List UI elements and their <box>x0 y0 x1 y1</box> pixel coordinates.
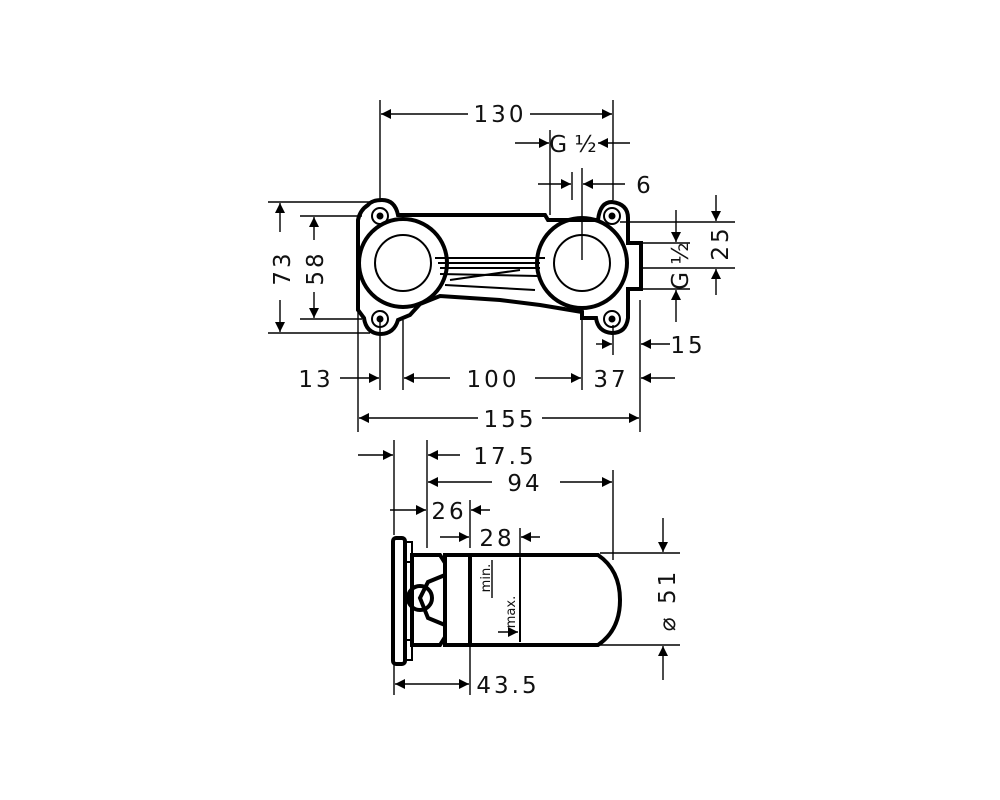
dim-43-5: 43.5 <box>476 673 539 699</box>
front-view: 130 G ½ 6 73 58 25 G ½ 15 13 100 37 155 <box>268 100 735 433</box>
dim-diameter-51: ⌀ 51 <box>655 569 681 631</box>
dim-73: 73 <box>270 250 296 285</box>
label-min: min. <box>479 564 494 593</box>
dim-17-5: 17.5 <box>473 444 536 470</box>
dim-6: 6 <box>636 173 654 199</box>
dim-58: 58 <box>303 250 329 285</box>
side-view: min. max. 17.5 94 26 28 ⌀ 51 43.5 <box>358 440 681 699</box>
dim-thread-top: G ½ <box>549 132 596 158</box>
dim-thread-side: G ½ <box>668 242 694 289</box>
dim-130: 130 <box>474 102 527 128</box>
dim-13: 13 <box>298 367 333 393</box>
dim-155: 155 <box>484 407 537 433</box>
dim-26: 26 <box>431 499 466 525</box>
dim-94: 94 <box>507 471 542 497</box>
dim-37: 37 <box>593 367 628 393</box>
dim-28: 28 <box>479 526 514 552</box>
dim-100: 100 <box>467 367 520 393</box>
dim-15: 15 <box>670 333 705 359</box>
dim-25: 25 <box>708 225 734 260</box>
label-max: max. <box>504 596 519 628</box>
